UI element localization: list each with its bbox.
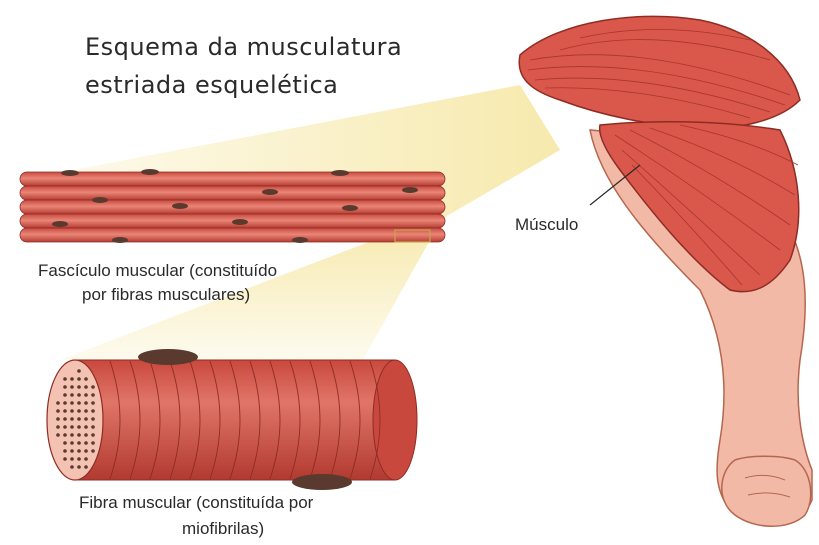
myofibril-dot bbox=[63, 377, 67, 381]
myofibril-dot bbox=[84, 425, 88, 429]
myofibril-dot bbox=[63, 393, 67, 397]
myofibril-dot bbox=[91, 393, 95, 397]
myofibril-dot bbox=[63, 385, 67, 389]
myofibril-dot bbox=[70, 433, 74, 437]
myofibril-dot bbox=[84, 465, 88, 469]
myofibril-dot bbox=[91, 433, 95, 437]
fiber-striations bbox=[109, 360, 381, 480]
myofibril-dot bbox=[63, 441, 67, 445]
myofibril-dot bbox=[70, 409, 74, 413]
myofibril-dot bbox=[91, 425, 95, 429]
myofibril-dot bbox=[56, 409, 60, 413]
label-fiber-line2: miofibrilas) bbox=[182, 519, 265, 538]
myofibril-dot bbox=[77, 417, 81, 421]
myofibril-dot bbox=[70, 417, 74, 421]
myofibril-dot bbox=[70, 393, 74, 397]
fascicle-zoom-box bbox=[394, 229, 431, 243]
myofibril-dot bbox=[84, 433, 88, 437]
diagram-title-line2: estriada esquelética bbox=[85, 71, 339, 99]
myofibril-dot bbox=[91, 449, 95, 453]
myofibril-dot bbox=[77, 369, 81, 373]
label-muscle: Músculo bbox=[515, 215, 579, 234]
myofibril-dot bbox=[56, 425, 60, 429]
myofibril-dot bbox=[56, 401, 60, 405]
label-fascicle-line2: por fibras musculares) bbox=[82, 285, 251, 304]
myofibril-dot bbox=[91, 417, 95, 421]
label-fiber-line1: Fibra muscular (constituída por bbox=[79, 493, 314, 512]
arm-illustration bbox=[518, 15, 813, 527]
myofibril-dot bbox=[84, 457, 88, 461]
myofibril-dot bbox=[70, 465, 74, 469]
myofibril-dot bbox=[63, 457, 67, 461]
myofibril-dot bbox=[84, 417, 88, 421]
myofibril-dot bbox=[56, 417, 60, 421]
myofibril-dot bbox=[91, 441, 95, 445]
myofibril-dot bbox=[84, 393, 88, 397]
fiber-illustration bbox=[46, 349, 418, 490]
myofibril-dot bbox=[77, 401, 81, 405]
myofibril-dot bbox=[84, 409, 88, 413]
myofibril-dot bbox=[70, 385, 74, 389]
myofibril-dot bbox=[91, 385, 95, 389]
fiber-nucleus-top bbox=[138, 349, 198, 365]
myofibril-dot bbox=[77, 425, 81, 429]
myofibril-dot bbox=[70, 441, 74, 445]
myofibril-dot bbox=[63, 417, 67, 421]
fascicle-nuclei bbox=[52, 169, 418, 243]
myofibril-dot bbox=[77, 449, 81, 453]
myofibril-dot bbox=[63, 409, 67, 413]
myofibril-dot bbox=[70, 449, 74, 453]
myofibril-dot bbox=[91, 409, 95, 413]
fiber-cross-section bbox=[46, 359, 104, 481]
myofibril-dot bbox=[77, 465, 81, 469]
fist bbox=[721, 455, 812, 527]
myofibril-dot bbox=[63, 449, 67, 453]
fascicle-illustration bbox=[19, 169, 446, 243]
myofibril-dot bbox=[70, 401, 74, 405]
myofibril-dot bbox=[84, 401, 88, 405]
myofibril-dot bbox=[70, 377, 74, 381]
myofibril-dot bbox=[77, 433, 81, 437]
fiber-nucleus-bottom bbox=[292, 474, 352, 490]
myofibril-dot bbox=[77, 441, 81, 445]
myofibril-dot bbox=[70, 457, 74, 461]
myofibril-dot bbox=[63, 401, 67, 405]
biceps-muscle bbox=[598, 120, 800, 293]
myofibril-dot bbox=[77, 385, 81, 389]
muscle-pointer-line bbox=[589, 164, 641, 206]
myofibril-dots bbox=[56, 369, 95, 469]
myofibril-dot bbox=[56, 433, 60, 437]
myofibril-dot bbox=[77, 457, 81, 461]
myofibril-dot bbox=[77, 393, 81, 397]
muscle-striations bbox=[527, 29, 799, 286]
myofibril-dot bbox=[84, 441, 88, 445]
diagram-title-line1: Esquema da musculatura bbox=[85, 33, 403, 61]
zoom-beam-fascicle-to-fiber bbox=[60, 232, 430, 365]
myofibril-dot bbox=[84, 385, 88, 389]
myofibril-dot bbox=[91, 401, 95, 405]
label-fascicle-line1: Fascículo muscular (constituído bbox=[38, 261, 278, 280]
myofibril-dot bbox=[63, 425, 67, 429]
myofibril-dot bbox=[84, 377, 88, 381]
myofibril-dot bbox=[63, 433, 67, 437]
myofibril-dot bbox=[70, 425, 74, 429]
deltoid-muscle bbox=[518, 15, 801, 129]
myofibril-dot bbox=[84, 449, 88, 453]
myofibril-dot bbox=[77, 377, 81, 381]
myofibril-dot bbox=[77, 409, 81, 413]
